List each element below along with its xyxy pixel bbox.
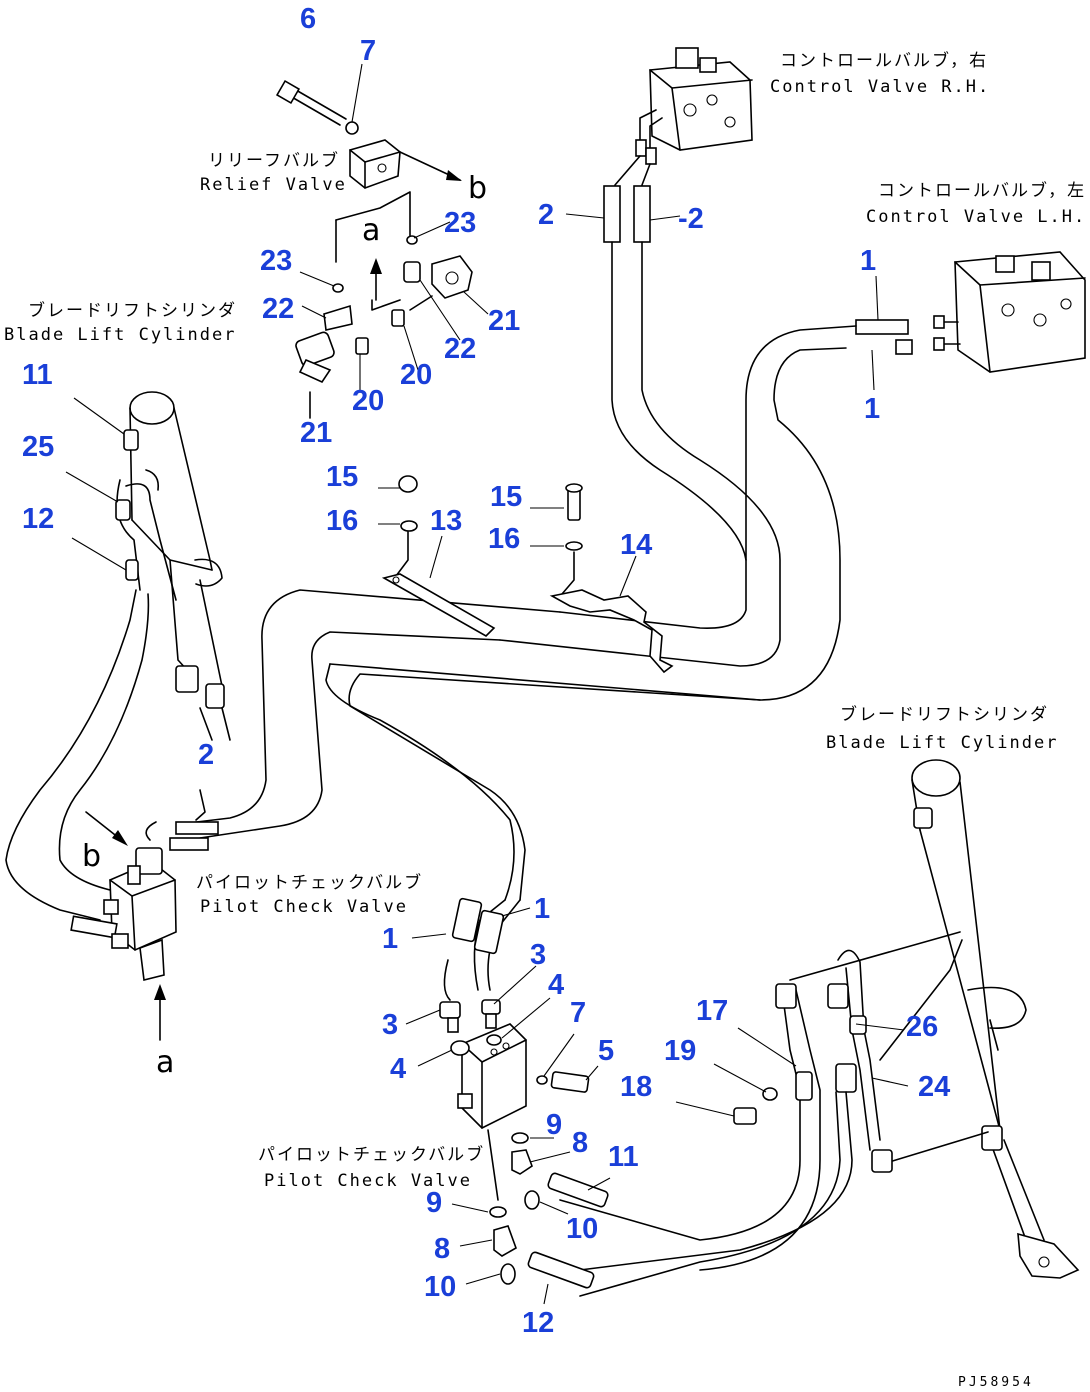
letter-b-top: b xyxy=(468,171,487,206)
callout-2-right: -2 xyxy=(678,203,704,235)
callout-15-right: 15 xyxy=(490,481,522,513)
letter-a-bottom: a xyxy=(156,1045,174,1080)
callout-12-lower: 12 xyxy=(522,1307,554,1339)
callout-6: 6 xyxy=(300,3,316,35)
callout-20-right: 20 xyxy=(400,359,432,391)
callout-23-left: 23 xyxy=(260,245,292,277)
arrow-b-head xyxy=(112,830,128,846)
main-hose-routing xyxy=(179,589,761,901)
control-valve-rh-jp-label: コントロールバルブ，右 xyxy=(780,50,988,71)
left-sweep-hose-2 xyxy=(58,593,150,891)
blade-lift-right-jp-label: ブレードリフトシリンダ xyxy=(840,704,1049,725)
callout-14: 14 xyxy=(620,529,652,561)
arrow-a-bottom-head xyxy=(154,984,166,1000)
control-valve-lh xyxy=(933,251,1086,373)
callout-9-right: 9 xyxy=(546,1109,562,1141)
callout-11-left: 11 xyxy=(22,359,53,391)
clamp-13 xyxy=(381,475,496,637)
drawing-code: PJ58954 xyxy=(958,1375,1034,1390)
arrow-a-head xyxy=(370,258,382,274)
callout-16-left: 16 xyxy=(326,505,358,537)
tubes-right xyxy=(559,949,893,1297)
callout-7-top: 7 xyxy=(360,35,376,67)
callout-8-right: 8 xyxy=(572,1127,588,1159)
callout-4-left: 4 xyxy=(390,1053,406,1085)
callout-5: 5 xyxy=(598,1035,614,1067)
callout-9-left: 9 xyxy=(426,1187,442,1219)
callout-2-lower: 2 xyxy=(198,739,214,771)
clamp-14 xyxy=(549,483,674,674)
pilot-check-valve-right xyxy=(439,897,609,1289)
callout-18: 18 xyxy=(620,1071,652,1103)
callout-22-left: 22 xyxy=(262,293,294,325)
callout-23-right: 23 xyxy=(444,207,476,239)
callout-26: 26 xyxy=(906,1011,938,1043)
letter-b-left: b xyxy=(82,839,101,874)
pilot-check-right-en-label: Pilot Check Valve xyxy=(264,1171,472,1191)
control-valve-lh-jp-label: コントロールバルブ，左 xyxy=(878,180,1086,201)
callout-15-left: 15 xyxy=(326,461,358,493)
blade-lift-cylinder-left xyxy=(115,391,231,741)
callout-16-right: 16 xyxy=(488,523,520,555)
callout-19: 19 xyxy=(664,1035,696,1067)
blade-lift-right-en-label: Blade Lift Cylinder xyxy=(826,733,1058,753)
callout-12-left: 12 xyxy=(22,503,54,535)
blade-lift-left-en-label: Blade Lift Cylinder xyxy=(4,325,236,345)
callout-3-right: 3 xyxy=(530,939,546,971)
control-valve-rh-en-label: Control Valve R.H. xyxy=(770,77,990,97)
hose-1-upper xyxy=(329,319,913,701)
control-valve-lh-en-label: Control Valve L.H. xyxy=(866,207,1086,227)
callout-25: 25 xyxy=(22,431,54,463)
callout-1-lower-right: 1 xyxy=(534,893,550,925)
callout-13: 13 xyxy=(430,505,462,537)
callout-4-right: 4 xyxy=(548,969,564,1001)
callout-8-left: 8 xyxy=(434,1233,450,1265)
relief-valve xyxy=(275,79,462,263)
control-valve-rh xyxy=(635,47,753,165)
relief-valve-jp-label: リリーフバルブ xyxy=(208,150,340,171)
callout-3-left: 3 xyxy=(382,1009,398,1041)
blade-lift-cylinder-right xyxy=(789,759,1080,1279)
callout-21-right: 21 xyxy=(488,305,520,337)
relief-fittings xyxy=(295,235,473,419)
callout-numbers: 6 7 23 23 22 21 22 20 20 21 2 -2 1 1 11 … xyxy=(22,3,950,1339)
callout-21-left: 21 xyxy=(300,417,332,449)
leader-lines xyxy=(65,63,909,1305)
callout-10-left: 10 xyxy=(424,1271,456,1303)
callout-7-lower: 7 xyxy=(570,997,586,1029)
callout-11-lower: 11 xyxy=(608,1141,639,1173)
callout-1-lower-left: 1 xyxy=(382,923,398,955)
callout-1-top: 1 xyxy=(860,245,876,277)
hose-2-pair xyxy=(499,155,781,667)
left-sweep-hose xyxy=(5,589,137,921)
callout-2-left: 2 xyxy=(538,199,554,231)
pilot-check-valve-left xyxy=(70,789,219,981)
callout-20-left: 20 xyxy=(352,385,384,417)
callout-10-right: 10 xyxy=(566,1213,598,1245)
callout-17: 17 xyxy=(696,995,728,1027)
relief-valve-en-label: Relief Valve xyxy=(200,175,347,195)
callout-22-right: 22 xyxy=(444,333,476,365)
pilot-check-left-en-label: Pilot Check Valve xyxy=(200,897,408,917)
blade-lift-left-jp-label: ブレードリフトシリンダ xyxy=(28,300,237,321)
pilot-check-left-jp-label: パイロットチェックバルブ xyxy=(196,872,423,893)
callout-24: 24 xyxy=(918,1071,950,1103)
letter-a-top: a xyxy=(362,213,380,248)
callout-1-mid: 1 xyxy=(864,393,880,425)
pilot-check-right-jp-label: パイロットチェックバルブ xyxy=(258,1144,485,1165)
